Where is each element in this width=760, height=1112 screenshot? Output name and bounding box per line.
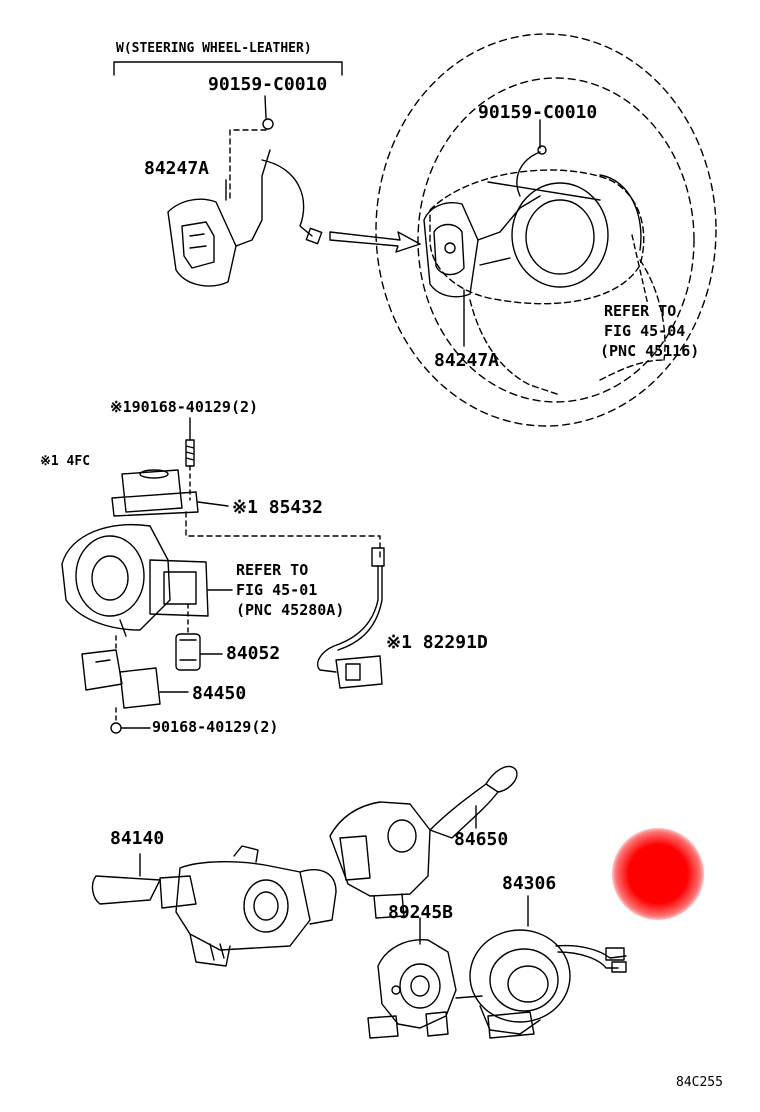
mid-screw bbox=[185, 439, 195, 467]
steering-sensor-89245b bbox=[367, 939, 457, 1039]
label-note-4fc: ※1 4FC bbox=[40, 454, 91, 469]
label-switch-left: 84247A bbox=[144, 158, 210, 179]
label-refer-2-line1: REFER TO bbox=[236, 561, 309, 579]
wiper-switch-84650 bbox=[329, 765, 518, 919]
red-marker bbox=[612, 828, 704, 920]
assembly-arrow bbox=[329, 231, 421, 253]
label-part-84306: 84306 bbox=[502, 873, 557, 894]
wheel-cable bbox=[487, 151, 601, 201]
label-refer-1-line2: FIG 45-04 bbox=[604, 322, 686, 340]
label-w-steering-wheel-leather: W(STEERING WHEEL-LEATHER) bbox=[116, 41, 312, 56]
leather-bracket bbox=[113, 61, 343, 76]
label-part-84650: 84650 bbox=[454, 829, 509, 850]
leader-refer-45-04 bbox=[631, 234, 649, 306]
label-refer-2-line3: (PNC 45280A) bbox=[236, 601, 345, 619]
harness-82291d bbox=[316, 547, 385, 689]
label-part-84140: 84140 bbox=[110, 828, 165, 849]
label-part-82291d: ※1 82291D bbox=[386, 632, 488, 653]
sensor-85432 bbox=[111, 469, 229, 517]
lock-housing bbox=[61, 523, 209, 637]
wheel-screw bbox=[537, 145, 547, 155]
label-part-89245b: 89245B bbox=[388, 902, 454, 923]
key-cylinder-84052 bbox=[175, 633, 201, 671]
label-refer-1-line3: (PNC 45116) bbox=[600, 342, 700, 360]
steering-wheel-hub bbox=[429, 169, 666, 396]
leader-top-screw bbox=[264, 95, 267, 119]
label-screw-mid: ※190168-40129(2) bbox=[110, 398, 259, 416]
turn-signal-switch-84140 bbox=[91, 845, 337, 967]
mounted-switch bbox=[423, 195, 541, 298]
spiral-cable-84306 bbox=[455, 929, 627, 1039]
steering-switch-part bbox=[167, 149, 323, 287]
label-part-84450: 84450 bbox=[192, 683, 247, 704]
label-part-85432: ※1 85432 bbox=[232, 497, 323, 518]
label-screw-top-right: 90159-C0010 bbox=[478, 102, 598, 123]
steering-wheel bbox=[375, 33, 717, 427]
label-switch-right: 84247A bbox=[434, 350, 500, 371]
bottom-screw bbox=[110, 722, 122, 734]
label-refer-1-line1: REFER TO bbox=[604, 302, 677, 320]
label-screw-bottom: 90168-40129(2) bbox=[152, 718, 279, 736]
leader-top-screw-dashed bbox=[229, 129, 267, 199]
label-part-84052: 84052 bbox=[226, 643, 281, 664]
label-figure-code: 84C255 bbox=[676, 1075, 723, 1090]
leader-85432 bbox=[185, 511, 381, 561]
steering-hub-center bbox=[511, 174, 642, 288]
label-refer-2-line2: FIG 45-01 bbox=[236, 581, 318, 599]
top-screw bbox=[262, 118, 274, 130]
label-screw-top-left: 90159-C0010 bbox=[208, 74, 328, 95]
warning-switch-84450 bbox=[81, 649, 161, 709]
